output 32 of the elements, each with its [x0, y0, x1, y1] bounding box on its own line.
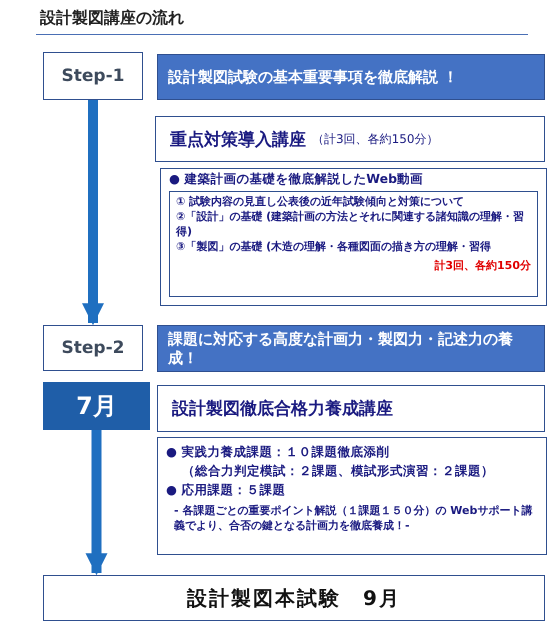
text-line: （計3回、各約150分）: [312, 130, 439, 148]
arrow: [86, 430, 108, 576]
step-box: [43, 52, 143, 100]
text-line: ● 応用課題：５課題: [166, 481, 286, 499]
item-box: [169, 191, 538, 297]
text-line: 設計製図試験の基本重要事項を徹底解説 ！: [168, 68, 458, 86]
banner-box: [157, 325, 545, 372]
text-line: 設計製図徹底合格力養成講座: [172, 398, 393, 420]
text-line: 計3回、各約150分: [433, 258, 531, 273]
text-line: （総合力判定模試：２課題、模試形式演習：２課題）: [181, 462, 495, 480]
month-label: 7月: [76, 391, 117, 422]
text-line: ● 建築計画の基礎を徹底解説したWeb動画: [169, 171, 424, 188]
step-label: Step-1: [62, 66, 124, 86]
text-line: ① 試験内容の見直し公表後の近年試験傾向と対策について: [176, 194, 466, 209]
step-label: Step-2: [62, 338, 124, 358]
diagram-title: 設計製図講座の流れ: [40, 8, 184, 29]
step-box: [43, 325, 143, 371]
text-line: ②「設計」の基礎 (建築計画の方法とそれに関連する諸知識の理解・習得): [176, 209, 526, 239]
banner-box: [157, 54, 545, 100]
text-line: 重点対策導入講座: [170, 128, 306, 150]
text-line: - 各課題ごとの重要ポイント解説（１課題１５０分）の Webサポート講義でより、合否の鍵となる計画力を徹底養成！-: [173, 503, 534, 533]
text-line: ③「製図」の基礎 (木造の理解・各種図面の描き方の理解・習得: [176, 239, 492, 254]
arrow: [82, 100, 104, 326]
exam-box: [43, 575, 545, 621]
month-box: [43, 382, 150, 430]
content-box: [157, 437, 547, 555]
text-line: ● 実践力養成課題：１０課題徹底添削: [166, 443, 390, 461]
content-box: [160, 168, 547, 306]
text-line: 設計製図本試験 9月: [187, 584, 401, 612]
course-box: [155, 116, 545, 162]
text-line: 課題に対応する高度な計画力・製図力・記述力の養成！: [168, 330, 514, 368]
course-box: [157, 385, 545, 432]
